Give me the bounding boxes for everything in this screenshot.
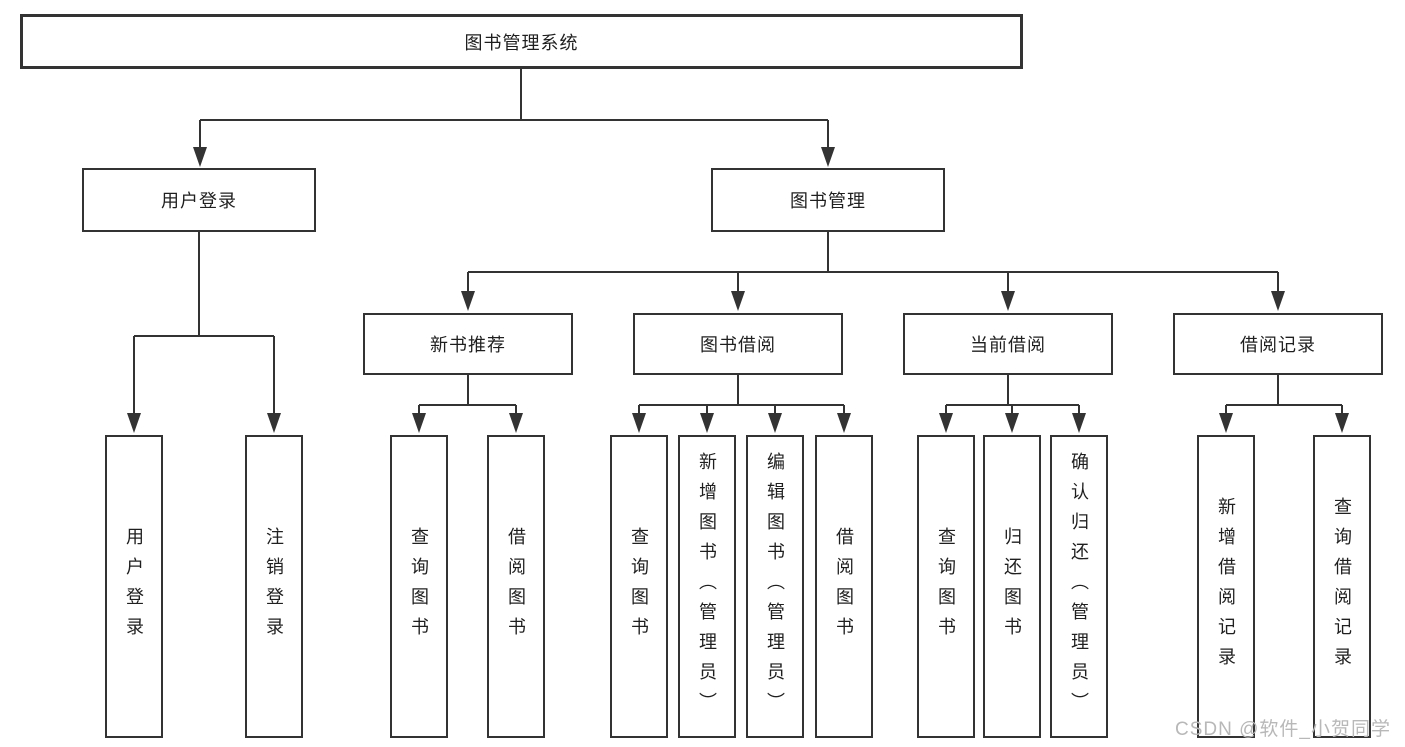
leaf-current-query-books: 查询图书 [917,435,975,738]
leaf-recommend-borrow-books: 借阅图书 [487,435,545,738]
node-book-borrowing: 图书借阅 [633,313,843,375]
leaf-confirm-return-admin: 确认归还（管理员） [1050,435,1108,738]
leaf-recommend-query-books: 查询图书 [390,435,448,738]
csdn-watermark: CSDN @软件_小贺同学 [1175,719,1391,740]
leaf-borrow-query-books: 查询图书 [610,435,668,738]
leaf-add-books-admin: 新增图书（管理员） [678,435,736,738]
leaf-logout: 注销登录 [245,435,303,738]
leaf-edit-books-admin: 编辑图书（管理员） [746,435,804,738]
leaf-query-borrow-record: 查询借阅记录 [1313,435,1371,738]
node-current-borrowing: 当前借阅 [903,313,1113,375]
leaf-user-login: 用户登录 [105,435,163,738]
leaf-borrow-books: 借阅图书 [815,435,873,738]
node-new-book-recommendation: 新书推荐 [363,313,573,375]
arrowhead-icons [127,147,1349,433]
node-user-login: 用户登录 [82,168,316,232]
leaf-add-borrow-record: 新增借阅记录 [1197,435,1255,738]
node-borrowing-records: 借阅记录 [1173,313,1383,375]
node-book-management: 图书管理 [711,168,945,232]
leaf-return-books: 归还图书 [983,435,1041,738]
node-library-management-system: 图书管理系统 [20,14,1023,69]
